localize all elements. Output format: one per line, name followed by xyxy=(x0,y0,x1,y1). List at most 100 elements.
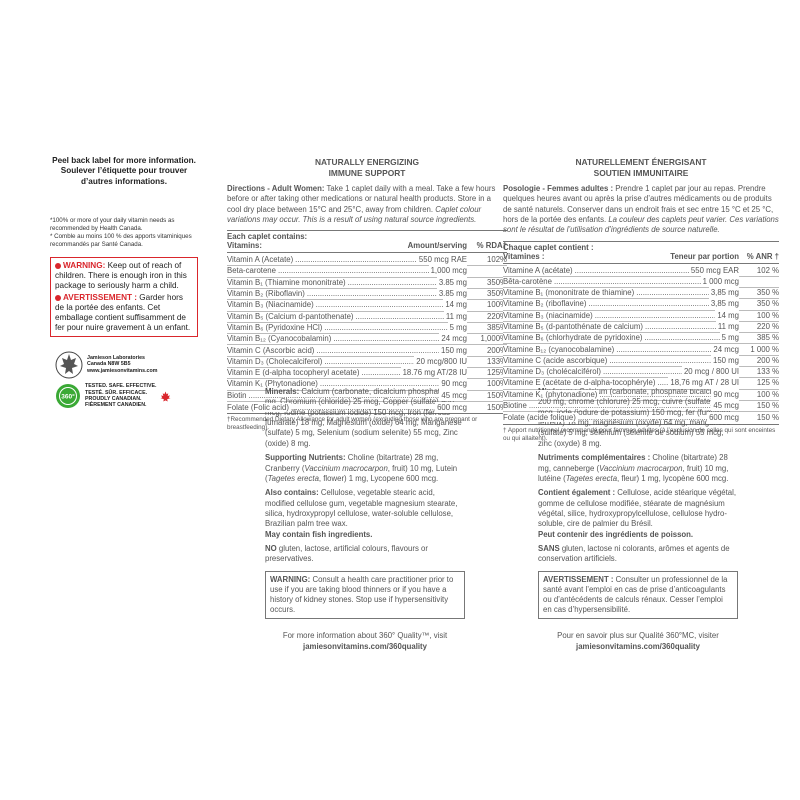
nutrient-percent: 133% xyxy=(487,356,507,366)
nutrient-label: Vitamine C (acide ascorbique) xyxy=(503,355,610,365)
posologie-label: Posologie - Femmes adultes : xyxy=(503,184,614,193)
free-from: NO gluten, lactose, artificial colours, … xyxy=(265,544,465,565)
warning-label: WARNING: xyxy=(270,574,311,584)
table-body: Vitamine A (acétate)550 mcg EAR 102 % Bêta… xyxy=(503,264,779,424)
nutrient-amount: 550 mcg EAR xyxy=(688,264,739,276)
nutrient-percent: 200 % xyxy=(756,355,779,365)
no-label: NO xyxy=(265,544,277,554)
supplement-facts-table-fr: Chaque caplet contient : Vitamines : Ten… xyxy=(503,240,779,425)
nutriments-text: , fruit) 10 mg, lutéine ( xyxy=(538,463,729,483)
nutrient-amount: 150 mg xyxy=(710,354,739,367)
nutrient-percent: 350 % xyxy=(756,288,779,298)
nutrient-percent: 200% xyxy=(487,345,507,355)
rda-note: *100% or more of your daily vitamin need… xyxy=(50,217,198,249)
nutrient-name: Vitamin B₆ (Pyridoxine HCl) xyxy=(227,322,448,333)
supporting-text: , flower) 1 mg, Lycopene 600 mcg. xyxy=(318,473,439,483)
nutrient-amount: 11 mg xyxy=(715,320,739,333)
warning-label: WARNING: xyxy=(63,261,106,270)
rda-note-fr: * Comble au moins 100 % des apports vita… xyxy=(50,232,192,248)
nutrient-label: Beta-carotene xyxy=(227,266,278,276)
minerals-label: Minerals: xyxy=(265,387,300,396)
nutriments-text: Choline (bitartrate) 28 mg, canneberge ( xyxy=(538,453,728,473)
also-contains: Also contains: Cellulose, vegetable stea… xyxy=(265,488,465,540)
rda-note-en: *100% or more of your daily vitamin need… xyxy=(50,216,175,232)
table-heading: Each caplet contains: xyxy=(227,232,308,242)
nutrient-name: Folate (Folic acid) xyxy=(227,402,435,413)
table-heading: Chaque caplet contient : xyxy=(503,242,594,252)
french-panel: NATURELLEMENT ÉNERGISANT SOUTIEN IMMUNIT… xyxy=(503,157,779,443)
also-label: Also contains: xyxy=(265,488,319,498)
nutrient-amount: 1,000 mcg xyxy=(428,265,467,277)
nutrient-name: Folate (acide folique) xyxy=(503,412,707,424)
minerals: Minerals: Calcium (carbonate, dicalcium … xyxy=(265,387,465,449)
iron-warning-box: WARNING: Keep out of reach of children. … xyxy=(50,257,198,337)
nutrient-label: Folate (Folic acid) xyxy=(227,403,291,412)
more-info-text: For more information about 360° Quality™… xyxy=(282,631,448,641)
table-body: Vitamin A (Acetate)550 mcg RAE102%Beta-c… xyxy=(227,253,507,414)
supplement-facts-table: Each caplet contains: Vitamins: Amount/s… xyxy=(227,230,507,415)
english-panel: NATURALLY ENERGIZING IMMUNE SUPPORT Dire… xyxy=(227,157,507,433)
nutrient-percent: 100% xyxy=(487,300,507,310)
nutrient-percent: 133 % xyxy=(756,367,779,377)
supporting-text: Choline (bitartrate) 28 mg, Cranberry ( xyxy=(265,453,439,473)
french-ingredients: Minéraux : Calcium (carbonate, phosphate… xyxy=(538,387,738,652)
nutrient-name: Beta-carotene xyxy=(227,265,429,277)
company-postal: Canada N8W 5B5 xyxy=(87,361,131,368)
seal-text: 360° xyxy=(61,393,75,401)
nutrient-name: Vitamine B₁ (mononitrate de thiamine) xyxy=(503,287,709,298)
nutrient-name: Vitamin B₅ (Calcium d-pantothenate) xyxy=(227,311,444,322)
company-name: Jamieson Laboratories xyxy=(87,355,145,361)
nutrient-name: Vitamin B₁ (Thiamine mononitrate) xyxy=(227,277,437,288)
nutrient-label: Folate (acide folique) xyxy=(503,413,578,423)
iron-warning-en: WARNING: Keep out of reach of children. … xyxy=(55,261,193,291)
avertissement-label: AVERTISSEMENT : xyxy=(543,574,614,584)
nutrient-label: Vitamine D₃ (cholécalciférol) xyxy=(503,367,603,377)
latin-name: Tagetes erecta xyxy=(267,473,319,483)
nutrient-amount: 20 mcg/800 IU xyxy=(414,355,467,368)
tested-line: FIÈREMENT CANADIEN. xyxy=(85,402,147,409)
avertissement-label: AVERTISSEMENT : xyxy=(63,293,137,302)
mineraux-text: Calcium (carbonate, phosphate bicalcique… xyxy=(538,387,731,448)
tested-line: TESTED. SAFE. EFFECTIVE. xyxy=(85,383,157,390)
more-info-url: jamiesonvitamins.com/360quality xyxy=(303,641,427,651)
nutriments-label: Nutriments complémentaires : xyxy=(538,453,651,463)
brand-block: Jamieson Laboratories Canada N8W 5B5 www… xyxy=(55,349,195,409)
maple-leaf-icon xyxy=(160,391,170,401)
more-info: Pour en savoir plus sur Qualité 360°MC, … xyxy=(538,631,738,652)
nutrient-percent: 350% xyxy=(487,289,507,299)
nutrient-name: Vitamin C (Ascorbic acid) xyxy=(227,345,439,356)
nutrient-percent: 102% xyxy=(487,255,507,265)
nutrient-amount: 45 mcg xyxy=(711,400,739,412)
title-line-1: NATURELLEMENT ÉNERGISANT xyxy=(575,157,707,167)
nutrient-percent: 102 % xyxy=(756,265,779,275)
col-teneur: Teneur par portion xyxy=(670,251,739,261)
360-quality-seal-icon: 360° xyxy=(56,384,80,408)
nutrient-amount: 90 mcg xyxy=(439,378,467,390)
nutrient-amount: 600 mcg xyxy=(435,402,467,414)
no-text: gluten, lactose, artificial colours, fla… xyxy=(265,544,428,564)
nutrient-label: Bêta-carotène xyxy=(503,276,554,286)
nutrient-percent: 150 % xyxy=(756,401,779,411)
nutrient-name: Vitamin B₂ (Riboflavin) xyxy=(227,288,437,299)
nutrient-amount: 550 mcg RAE xyxy=(416,254,467,266)
nutrient-amount: 3.85 mg xyxy=(436,276,467,288)
nutrient-percent: 385 % xyxy=(756,333,779,343)
warning-text: Keep out of reach of children. There is … xyxy=(55,261,187,290)
french-title: NATURELLEMENT ÉNERGISANT SOUTIEN IMMUNIT… xyxy=(503,157,779,178)
tested-line: PROUDLY CANADIAN. xyxy=(85,396,142,402)
nutrient-name: Vitamine A (acétate) xyxy=(503,265,689,276)
english-ingredients: Minerals: Calcium (carbonate, dicalcium … xyxy=(265,387,465,652)
title-line-2: IMMUNE SUPPORT xyxy=(328,167,406,178)
directions-text: Take 1 caplet daily with a meal. Take a … xyxy=(227,184,496,214)
nutrient-amount: 20 mcg / 800 UI xyxy=(681,366,739,378)
nutrient-amount: 90 mcg xyxy=(711,388,739,400)
nutrient-label: Vitamine B₆ (chlorhydrate de pyridoxine) xyxy=(503,333,645,343)
nutrient-name: Vitamine K₁ (phytonadione) xyxy=(503,389,711,400)
nutrient-percent: 100% xyxy=(487,379,507,389)
table-header-row: Vitamins: Amount/serving % RDA† xyxy=(227,241,507,254)
nutrient-label: Vitamine B₃ (niacinamide) xyxy=(503,310,595,320)
more-info-url: jamiesonvitamins.com/360quality xyxy=(576,641,700,651)
nutrient-percent: 350% xyxy=(487,277,507,287)
col-vitamins: Vitamins: xyxy=(227,241,262,251)
